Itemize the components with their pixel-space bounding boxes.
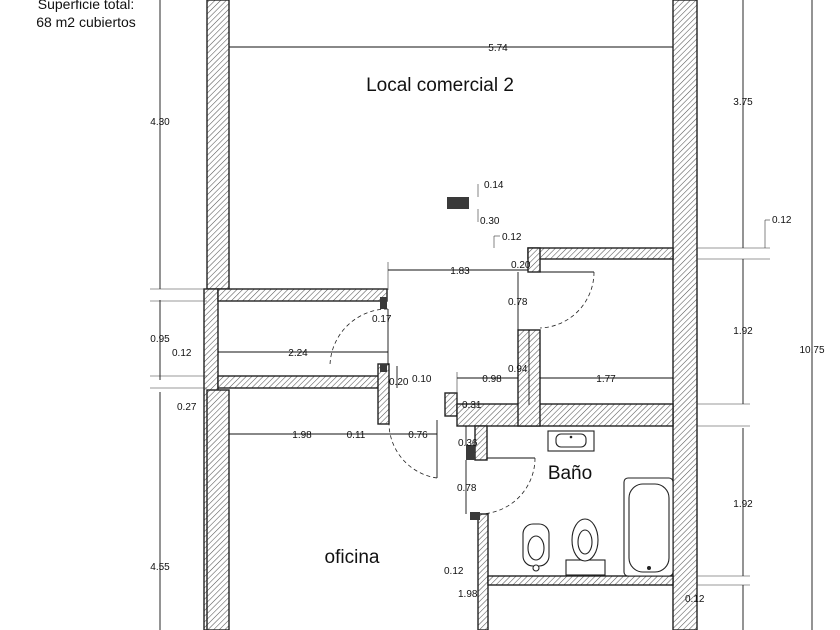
dim-455: 4.55 [150, 562, 170, 573]
dim-top-width: 5.74 [488, 43, 508, 54]
dim-col-030: 0.30 [480, 216, 500, 227]
dim-020a: 0.20 [511, 260, 531, 271]
dim-198a: 1.98 [292, 430, 312, 441]
bathroom-fixtures [522, 430, 674, 577]
dim-031: 0.31 [462, 400, 482, 411]
door-jamb-a [380, 297, 387, 309]
dim-012-right: 0.12 [772, 215, 792, 226]
dim-012-bottom-right: 0.12 [685, 594, 705, 605]
door-jamb-c [466, 445, 475, 460]
dim-177: 1.77 [596, 374, 616, 385]
door-jamb-b [380, 364, 387, 372]
wall-upper-bath-left [527, 247, 541, 273]
doors [329, 271, 595, 515]
door-swing-upper-bath [539, 271, 595, 329]
wall-bath-top [456, 403, 674, 427]
wall-bath-bottom [487, 575, 674, 586]
wall-left-upper [206, 0, 230, 290]
dim-010: 0.10 [412, 374, 432, 385]
wall-bath-left-lower [477, 513, 489, 630]
surface-label: Superficie total: [38, 0, 135, 12]
dimension-labels: 5.74 4.30 3.75 10.75 0.14 0.30 0.12 0.12… [150, 43, 825, 605]
dim-017: 0.17 [372, 314, 392, 325]
room-label-local: Local comercial 2 [366, 75, 514, 96]
dim-192-right-upper: 1.92 [733, 326, 753, 337]
header: Superficie total: 68 m2 cubiertos [36, 0, 136, 30]
dim-total-height: 10.75 [799, 345, 824, 356]
dim-left-upper: 4.30 [150, 117, 170, 128]
dim-011: 0.11 [347, 430, 366, 441]
dim-078b: 0.78 [457, 483, 477, 494]
dim-027: 0.27 [177, 402, 197, 413]
surface-value: 68 m2 cubiertos [36, 14, 136, 30]
dim-094: 0.94 [508, 364, 528, 375]
room-label-bath: Baño [548, 463, 592, 484]
door-jamb-d [470, 512, 480, 520]
wall-right [672, 0, 698, 630]
wall-stub-a [377, 363, 390, 425]
wall-corridor-top [217, 288, 388, 302]
dim-012-top: 0.12 [502, 232, 522, 243]
wall-stub-b [444, 392, 458, 417]
dim-192-right-lower: 1.92 [733, 499, 753, 510]
dim-076: 0.76 [408, 430, 428, 441]
wall-upper-bath-top [527, 247, 674, 260]
wall-bath-left-upper [474, 425, 488, 461]
dim-098: 0.98 [482, 374, 502, 385]
dim-198b: 1.98 [458, 589, 478, 600]
walls [203, 0, 698, 630]
room-label-office: oficina [325, 547, 380, 568]
dim-183: 1.83 [450, 266, 470, 277]
dim-078a: 0.78 [508, 297, 528, 308]
column-small [447, 197, 469, 209]
wall-corridor-bottom [217, 375, 388, 389]
dim-095: 0.95 [150, 334, 170, 345]
dimension-lines [150, 0, 813, 630]
dim-036: 0.36 [458, 438, 478, 449]
toilet-icon [565, 559, 606, 576]
dim-right-upper: 3.75 [733, 97, 753, 108]
door-swing-office [388, 419, 438, 479]
dim-012-left: 0.12 [172, 348, 192, 359]
wall-left-lower-b [206, 389, 230, 630]
dim-012-bottom-mid: 0.12 [444, 566, 464, 577]
door-swing-bath [479, 457, 536, 515]
dim-020b: 0.20 [389, 377, 409, 388]
door-swing-corridor [329, 308, 389, 366]
dim-col-014: 0.14 [484, 180, 504, 191]
dim-224: 2.24 [288, 348, 308, 359]
